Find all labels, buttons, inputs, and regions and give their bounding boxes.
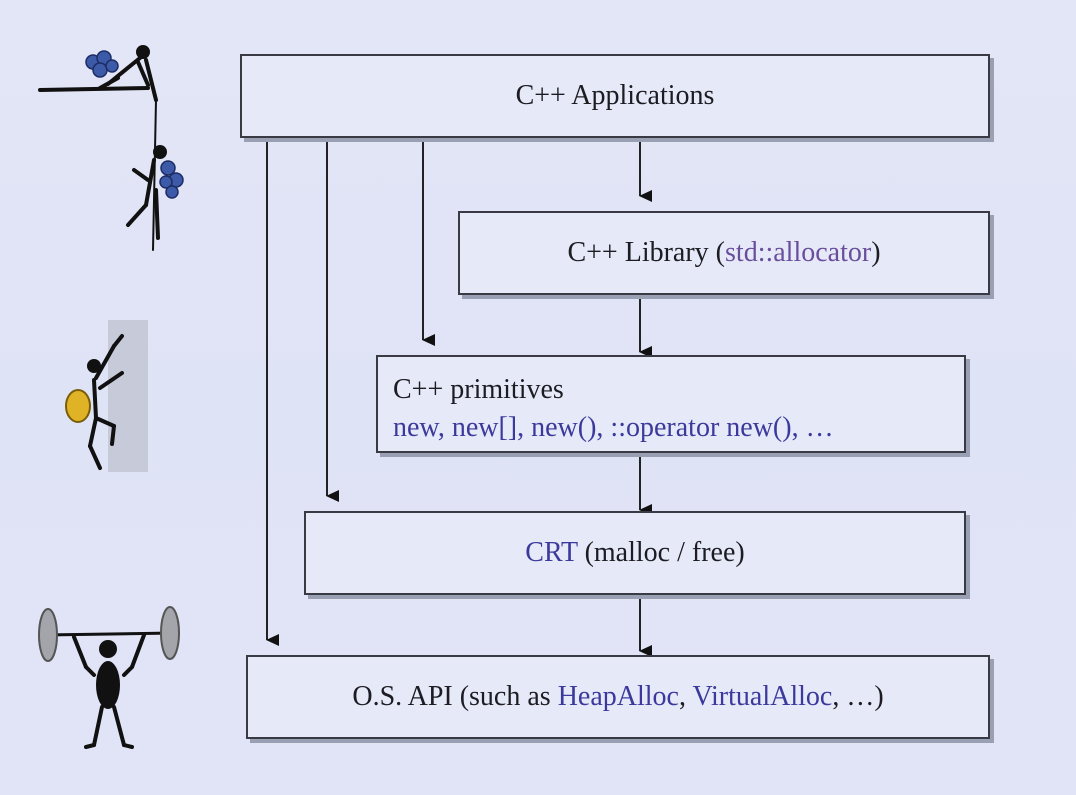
crt-rest: (malloc / free) [577, 537, 745, 569]
cpp-primitives-title: C++ primitives [393, 374, 564, 405]
wall-climber-icon [65, 320, 148, 472]
crt-highlight: CRT [525, 537, 578, 569]
heapalloc-text: HeapAlloc [557, 681, 679, 713]
cpp-primitives-box: C++ primitives new, new[], new(), ::oper… [376, 355, 966, 453]
crt-box: CRT (malloc / free) [304, 511, 966, 595]
cpp-primitives-list: new, new[], new(), ::operator new(), … [393, 412, 834, 443]
std-allocator-text: std::allocator [725, 237, 872, 269]
weightlifter-icon [38, 606, 180, 749]
cpp-library-box: C++ Library (std::allocator) [458, 211, 990, 295]
climbers-rope-icon [38, 45, 184, 251]
library-suffix: ) [871, 237, 881, 269]
cpp-applications-label: C++ Applications [515, 80, 715, 112]
os-api-box: O.S. API (such as HeapAlloc, VirtualAllo… [246, 655, 990, 739]
os-api-suffix: , …) [832, 681, 884, 713]
library-prefix: C++ Library ( [567, 237, 726, 269]
os-api-label: O.S. API (such as HeapAlloc, VirtualAllo… [352, 680, 883, 714]
crt-label: CRT (malloc / free) [525, 536, 744, 570]
cpp-library-label: C++ Library (std::allocator) [567, 236, 880, 270]
cpp-applications-box: C++ Applications [240, 54, 990, 138]
os-api-prefix: O.S. API (such as [352, 681, 558, 713]
os-api-sep: , [678, 681, 693, 713]
virtualalloc-text: VirtualAlloc [692, 681, 833, 713]
